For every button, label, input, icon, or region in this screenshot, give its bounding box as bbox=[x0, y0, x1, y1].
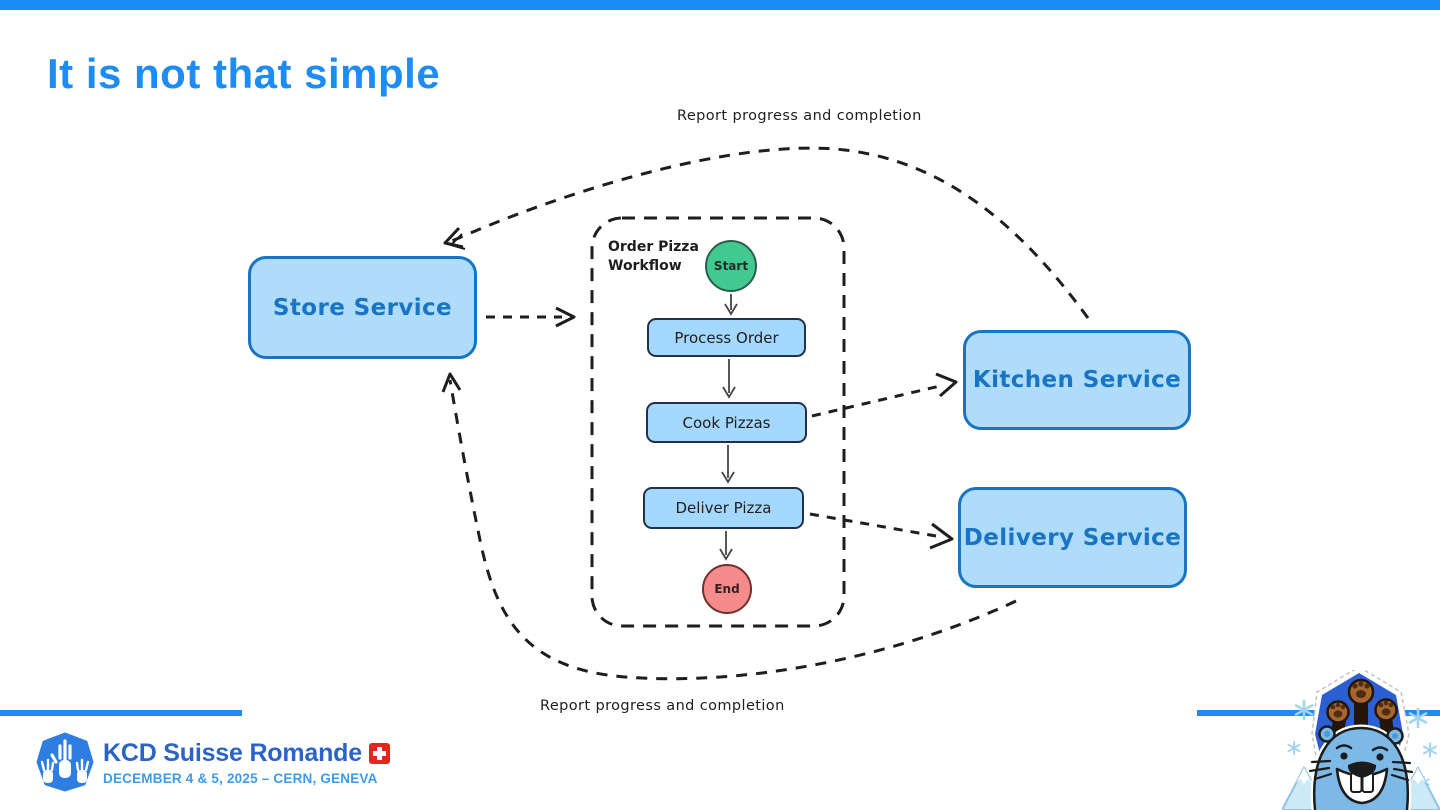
footer-accent-line-left bbox=[0, 710, 242, 716]
store-to-workflow-arrow bbox=[486, 306, 576, 328]
report-label-bottom: Report progress and completion bbox=[540, 698, 785, 714]
delivery-service-node: Delivery Service bbox=[958, 487, 1187, 588]
end-label: End bbox=[714, 582, 740, 596]
kcd-date-text: DECEMBER 4 & 5, 2025 – CERN, GENEVA bbox=[103, 770, 378, 786]
kitchen-service-node: Kitchen Service bbox=[963, 330, 1191, 430]
snowflake-icon bbox=[1423, 742, 1437, 758]
slide-title: It is not that simple bbox=[47, 50, 441, 97]
start-label: Start bbox=[713, 259, 749, 273]
deliver-to-delivery-arrow bbox=[809, 512, 954, 550]
kitchen-report-curve bbox=[443, 146, 1090, 319]
delivery-service-label: Delivery Service bbox=[963, 524, 1182, 551]
process-order-step: Process Order bbox=[647, 318, 806, 357]
beaver-mascot-sticker bbox=[1282, 670, 1440, 810]
report-label-top: Report progress and completion bbox=[677, 108, 922, 124]
kcd-footer-logo: KCD Suisse Romande DECEMBER 4 & 5, 2025 … bbox=[36, 732, 390, 792]
deliver-pizza-step: Deliver Pizza bbox=[643, 487, 804, 529]
workflow-title: Order Pizza Workflow bbox=[608, 239, 699, 274]
workflow-start-node: Start bbox=[705, 240, 757, 292]
swiss-flag-icon bbox=[368, 742, 390, 764]
workflow-end-node: End bbox=[702, 564, 752, 614]
snowflake-icon bbox=[1287, 740, 1301, 756]
deliver-pizza-label: Deliver Pizza bbox=[675, 499, 772, 517]
beaver-head bbox=[1308, 724, 1414, 810]
top-accent-bar bbox=[0, 0, 1440, 10]
process-order-label: Process Order bbox=[674, 328, 779, 347]
cook-to-kitchen-arrow bbox=[811, 372, 958, 418]
kcd-hands-logo bbox=[36, 732, 94, 792]
snowflake-icon bbox=[1408, 707, 1428, 729]
store-service-label: Store Service bbox=[272, 294, 453, 321]
cook-pizzas-label: Cook Pizzas bbox=[682, 413, 771, 432]
snowflake-icon bbox=[1294, 699, 1314, 721]
kcd-brand-text: KCD Suisse Romande bbox=[103, 738, 362, 767]
cook-pizzas-step: Cook Pizzas bbox=[646, 402, 807, 443]
store-service-node: Store Service bbox=[248, 256, 477, 359]
kitchen-service-label: Kitchen Service bbox=[972, 367, 1182, 393]
